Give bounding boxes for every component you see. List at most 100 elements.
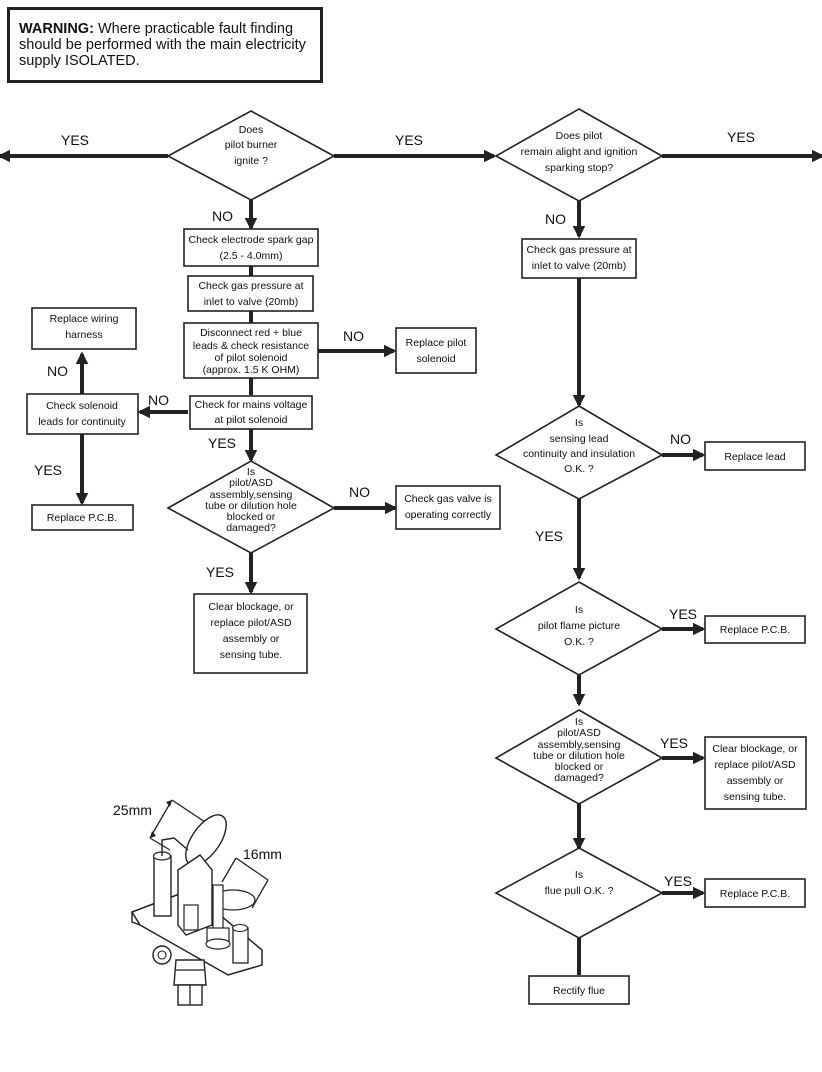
cbl-line-3: assembly or <box>223 633 280 645</box>
d1-line-3: ignite ? <box>234 155 268 167</box>
gasl-line-2: inlet to valve (20mb) <box>204 296 299 308</box>
decision-blocked-right: Is pilot/ASD assembly,sensing tube or di… <box>494 709 664 805</box>
ds-line-4: O.K. ? <box>564 463 594 475</box>
connectors <box>0 149 822 975</box>
box-replace-pcb-right-1: Replace P.C.B. <box>704 615 806 644</box>
decision-pilot-alight: Does pilot remain alight and ignition sp… <box>494 108 664 202</box>
dfl-line-2: flue pull O.K. ? <box>545 885 614 897</box>
pcbl-line-1: Replace P.C.B. <box>47 512 117 524</box>
cbr-line-3: assembly or <box>727 775 784 787</box>
ds-line-2: sensing lead <box>550 433 609 445</box>
label-yes-3: YES <box>727 129 755 145</box>
label-yes-blocked-right: YES <box>660 735 688 751</box>
label-yes-blocked-left: YES <box>206 564 234 580</box>
dbr-line-6: damaged? <box>554 772 604 784</box>
mains-line-1: Check for mains voltage <box>195 399 308 411</box>
pcbr1-line-1: Replace P.C.B. <box>720 624 790 636</box>
gas-nut <box>173 959 207 986</box>
dfl-line-1: Is <box>575 869 583 881</box>
box-gas-valve-ok: Check gas valve is operating correctly <box>395 485 501 530</box>
mains-line-2: at pilot solenoid <box>215 414 288 426</box>
warning-line-1: WARNING: Where practicable fault finding <box>19 21 320 37</box>
warning-bold: WARNING: <box>19 21 94 37</box>
label-yes-sensing: YES <box>535 528 563 544</box>
decision-blocked-left: Is pilot/ASD assembly,sensing tube or di… <box>166 460 336 554</box>
label-yes-flue: YES <box>664 873 692 889</box>
lead-line-1: Replace lead <box>724 451 785 463</box>
dbr-line-3: assembly,sensing <box>538 739 621 751</box>
cbl-line-4: sensing tube. <box>220 649 282 661</box>
label-no-mains: NO <box>148 392 169 408</box>
label-no-blocked-left: NO <box>349 484 370 500</box>
d2-line-1: Does pilot <box>556 130 603 142</box>
rps-line-1: Replace pilot <box>406 337 467 349</box>
rf-line-1: Rectify flue <box>553 985 605 997</box>
disc-line-3: of pilot solenoid <box>215 352 288 364</box>
dbl-line-2: pilot/ASD <box>229 477 273 489</box>
box-mains-voltage: Check for mains voltage at pilot solenoi… <box>189 395 313 430</box>
warning-text-1: Where practicable fault finding <box>97 21 294 37</box>
decision-flame-picture: Is pilot flame picture O.K. ? <box>494 581 664 676</box>
sol-line-2: leads for continuity <box>38 416 126 428</box>
d1-line-1: Does <box>239 124 264 136</box>
dbr-line-5: blocked or <box>555 761 604 773</box>
box-disconnect: Disconnect red + blue leads & check resi… <box>183 322 319 379</box>
cbl-line-1: Clear blockage, or <box>208 601 294 613</box>
electrode-right <box>232 927 249 964</box>
gasr-line-2: inlet to valve (20mb) <box>532 260 627 272</box>
warning-line-2: should be performed with the main electr… <box>19 37 306 53</box>
disc-line-2: leads & check resistance <box>193 340 309 352</box>
decision-pilot-ignite: Does pilot burner ignite ? <box>166 110 336 201</box>
rps-line-2: solenoid <box>416 353 455 365</box>
cbr-line-1: Clear blockage, or <box>712 743 798 755</box>
disc-line-4: (approx. 1.5 K OHM) <box>203 364 300 376</box>
gv-line-2: operating correctly <box>405 509 492 521</box>
box-clear-blockage-left: Clear blockage, or replace pilot/ASD ass… <box>193 593 308 674</box>
wire-line-2: harness <box>65 329 102 341</box>
electrode-left <box>153 855 172 917</box>
label-no-solenoid: NO <box>47 363 68 379</box>
gv-line-1: Check gas valve is <box>404 493 492 505</box>
gasl-line-1: Check gas pressure at <box>198 280 303 292</box>
box-wiring-harness: Replace wiring harness <box>31 307 137 350</box>
ds-line-3: continuity and insulation <box>523 448 635 460</box>
box-solenoid-leads: Check solenoid leads for continuity <box>26 393 139 435</box>
box-replace-pcb-right-2: Replace P.C.B. <box>704 878 806 908</box>
warning-box: WARNING: Where practicable fault finding… <box>7 7 323 83</box>
box-spark-gap: Check electrode spark gap (2.5 - 4.0mm) <box>183 228 319 267</box>
label-yes-mains: YES <box>208 435 236 451</box>
dim-16mm-label: 16mm <box>243 846 282 862</box>
decision-sensing-lead: Is sensing lead continuity and insulatio… <box>494 405 664 500</box>
ds-line-1: Is <box>575 417 583 429</box>
warning-line-3: supply ISOLATED. <box>19 53 140 69</box>
sol-line-1: Check solenoid <box>46 400 118 412</box>
dbl-line-4: tube or dilution hole <box>205 500 297 512</box>
box-gas-pressure-left: Check gas pressure at inlet to valve (20… <box>187 275 314 312</box>
dbr-line-2: pilot/ASD <box>557 727 601 739</box>
pcbr2-line-1: Replace P.C.B. <box>720 888 790 900</box>
wire-line-1: Replace wiring <box>50 313 119 325</box>
label-yes-1: YES <box>61 132 89 148</box>
dim-25mm-label: 25mm <box>113 802 152 818</box>
yes-no-labels: YES YES YES NO NO NO NO NO YES YES NO YE… <box>34 129 755 889</box>
pilot-assembly-illustration: 25mm 16mm <box>113 799 282 1006</box>
df-line-2: pilot flame picture <box>538 620 620 632</box>
label-yes-solenoid: YES <box>34 462 62 478</box>
box-gas-pressure-right: Check gas pressure at inlet to valve (20… <box>521 238 637 279</box>
d1-line-2: pilot burner <box>225 139 278 151</box>
cbl-line-2: replace pilot/ASD <box>210 617 292 629</box>
d2-line-2: remain alight and ignition <box>521 146 638 158</box>
box-replace-lead: Replace lead <box>704 441 806 471</box>
label-no-d1: NO <box>212 208 233 224</box>
cbr-line-4: sensing tube. <box>724 791 786 803</box>
box-clear-blockage-right: Clear blockage, or replace pilot/ASD ass… <box>704 736 807 810</box>
dbr-line-1: Is <box>575 716 583 728</box>
label-yes-2: YES <box>395 132 423 148</box>
disc-line-1: Disconnect red + blue <box>200 327 302 339</box>
cbr-line-2: replace pilot/ASD <box>714 759 796 771</box>
label-no-sensing: NO <box>670 431 691 447</box>
spark-line-1: Check electrode spark gap <box>189 234 314 246</box>
d2-line-3: sparking stop? <box>545 162 613 174</box>
box-replace-pilot-solenoid: Replace pilot solenoid <box>395 327 477 374</box>
